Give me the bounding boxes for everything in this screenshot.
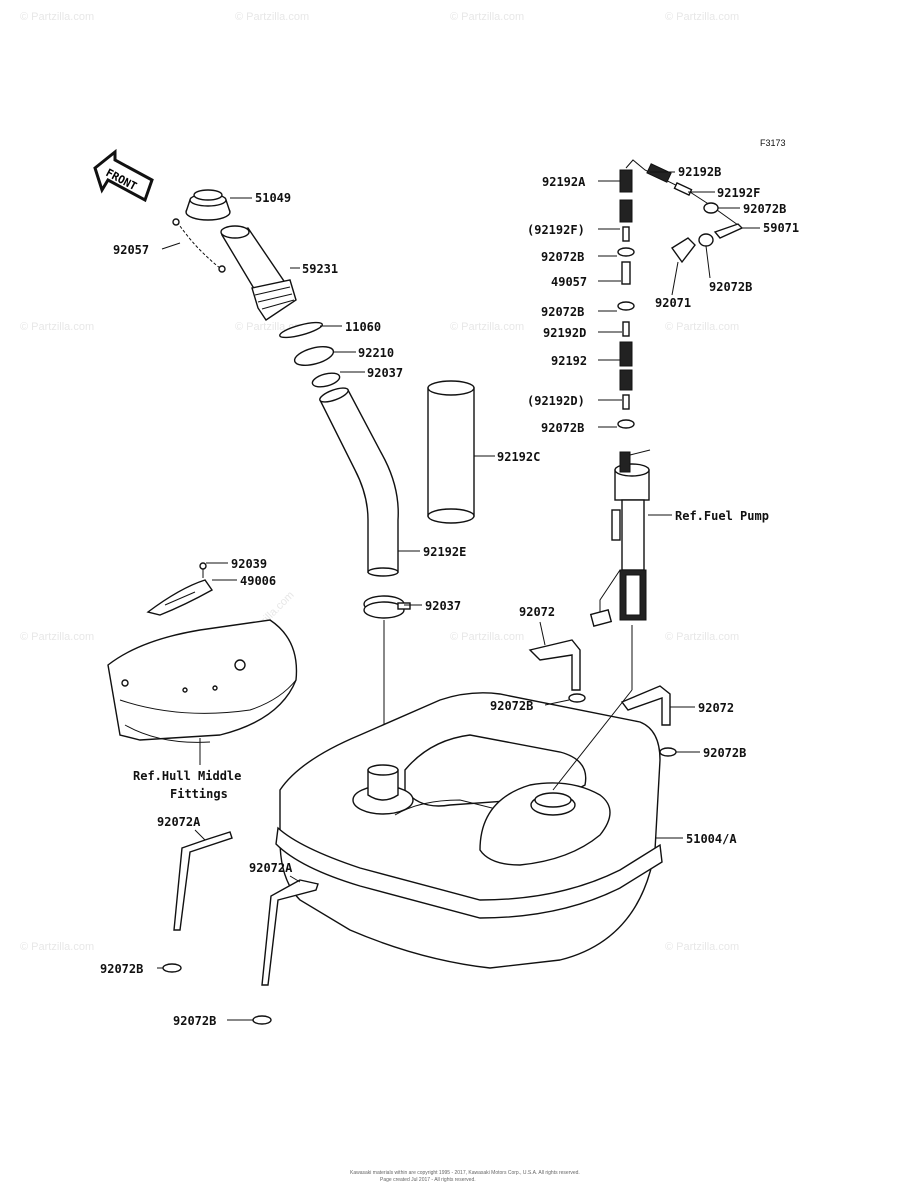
watermark: © Partzilla.com bbox=[20, 11, 94, 23]
label-92072A-right: 92072A bbox=[249, 861, 293, 875]
watermark: © Partzilla.com bbox=[665, 631, 739, 643]
watermark: © Partzilla.com bbox=[20, 941, 94, 953]
label-92072B-r1: 92072B bbox=[743, 202, 786, 216]
label-92192C: 92192C bbox=[497, 450, 540, 464]
label-92072-upper: 92072 bbox=[519, 605, 555, 619]
watermark: © Partzilla.com bbox=[665, 11, 739, 23]
label-92072B-r5: 92072B bbox=[541, 421, 584, 435]
fuel-tank bbox=[275, 692, 663, 969]
tether-cord bbox=[176, 221, 221, 269]
strap-92072-lower bbox=[620, 685, 671, 726]
label-59071: 59071 bbox=[763, 221, 799, 235]
label-51049: 51049 bbox=[255, 191, 291, 205]
label-92072B-left2: 92072B bbox=[173, 1014, 216, 1028]
bent-hose bbox=[319, 389, 399, 573]
watermark: © Partzilla.com bbox=[20, 321, 94, 333]
label-92072-lower: 92072 bbox=[698, 701, 734, 715]
label-92192B: 92192B bbox=[678, 165, 721, 179]
watermark: © Partzilla.com bbox=[450, 11, 524, 23]
label-92039: 92039 bbox=[231, 557, 267, 571]
label-92210: 92210 bbox=[358, 346, 394, 360]
clip-ring bbox=[252, 1015, 272, 1025]
label-92072B-r3: 92072B bbox=[541, 305, 584, 319]
hull-middle-fittings bbox=[107, 562, 298, 743]
label-ref-hull-1: Ref.Hull Middle bbox=[133, 769, 241, 783]
label-92072B-r4: 92072B bbox=[709, 280, 752, 294]
label-92192D-paren: (92192D) bbox=[527, 394, 585, 408]
label-92192: 92192 bbox=[551, 354, 587, 368]
label-92072B-r2: 92072B bbox=[541, 250, 584, 264]
watermark: © Partzilla.com bbox=[450, 631, 524, 643]
collar-ring bbox=[293, 345, 335, 367]
copyright-line-2: Page created Jul 2017 - All rights reser… bbox=[380, 1177, 476, 1183]
label-ref-fuel-pump: Ref.Fuel Pump bbox=[675, 509, 769, 523]
hose-cylinder bbox=[427, 380, 475, 524]
label-59231: 59231 bbox=[302, 262, 338, 276]
label-92071: 92071 bbox=[655, 296, 691, 310]
clip-ring bbox=[162, 963, 182, 973]
figure-code: F3173 bbox=[760, 138, 786, 148]
label-92192D: 92192D bbox=[543, 326, 586, 340]
watermark: © Partzilla.com bbox=[665, 941, 739, 953]
clip-ring bbox=[659, 747, 677, 757]
label-92072B-left1: 92072B bbox=[100, 962, 143, 976]
label-49006: 49006 bbox=[240, 574, 276, 588]
fuel-pump bbox=[589, 449, 651, 627]
strap-92072A-left bbox=[173, 831, 233, 931]
label-92072A-left: 92072A bbox=[157, 815, 201, 829]
watermark: © Partzilla.com bbox=[665, 321, 739, 333]
hose-clamp-lower bbox=[363, 595, 411, 619]
strap-92072A-right bbox=[261, 879, 319, 986]
label-92057: 92057 bbox=[113, 243, 149, 257]
fuel-cap bbox=[185, 189, 231, 221]
label-92037-lower: 92037 bbox=[425, 599, 461, 613]
leader-lines bbox=[157, 171, 760, 1021]
label-92072B-mid: 92072B bbox=[490, 699, 533, 713]
label-92192F-paren: (92192F) bbox=[527, 223, 585, 237]
watermark: © Partzilla.com bbox=[235, 11, 309, 23]
gasket-ring bbox=[279, 321, 323, 339]
part-labels: 51049 92057 59231 11060 92210 92037 9219… bbox=[100, 165, 799, 1028]
strap-92072-upper bbox=[528, 639, 581, 691]
label-51004A: 51004/A bbox=[686, 832, 737, 846]
watermark: © Partzilla.com bbox=[450, 321, 524, 333]
label-92192A: 92192A bbox=[542, 175, 586, 189]
label-49057: 49057 bbox=[551, 275, 587, 289]
label-92192F: 92192F bbox=[717, 186, 760, 200]
hose-clamp bbox=[311, 372, 341, 388]
copyright-line-1: Kawasaki materials within are copyright … bbox=[350, 1170, 580, 1176]
label-ref-hull-2: Fittings bbox=[170, 787, 228, 801]
front-arrow: FRONT bbox=[93, 148, 154, 203]
label-11060: 11060 bbox=[345, 320, 381, 334]
label-92037: 92037 bbox=[367, 366, 403, 380]
label-92072B-r6: 92072B bbox=[703, 746, 746, 760]
fuel-line-parts bbox=[617, 159, 744, 429]
filler-neck bbox=[220, 225, 297, 321]
watermark: © Partzilla.com bbox=[20, 631, 94, 643]
label-92192E: 92192E bbox=[423, 545, 466, 559]
clip-ring bbox=[568, 693, 586, 703]
